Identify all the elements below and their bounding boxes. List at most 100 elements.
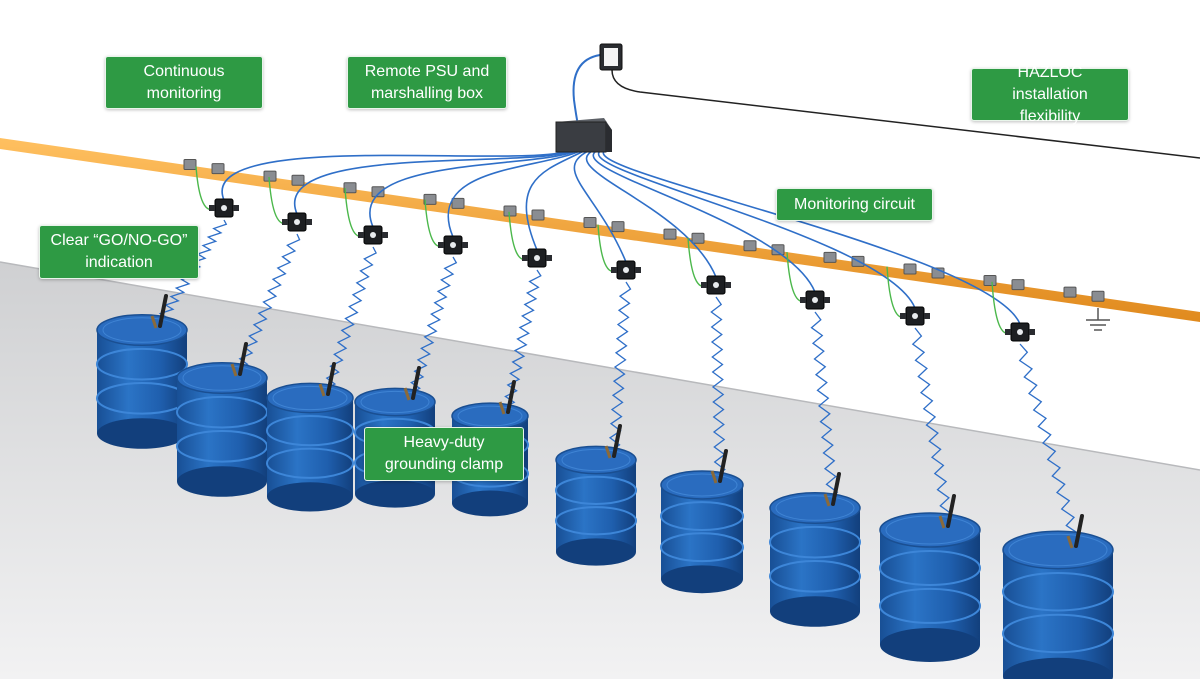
bar-clip [691,232,705,244]
bar-clip [343,182,357,194]
clamp-jaw [710,470,718,484]
drum [660,449,744,594]
monitor-unit-port [438,242,444,248]
monitor-unit-port [900,313,906,319]
drum-rib [879,549,981,586]
monitor-cable [585,149,717,278]
callout-continuous-monitoring: Continuous monitoring [105,56,263,109]
bar-clip [771,244,785,256]
marshalling-box-icon [555,118,612,153]
drum-rib [879,587,981,624]
drum-lid-rim [102,317,182,343]
status-indicator [1017,329,1023,335]
drum-lid [96,313,188,347]
monitor-unit [800,290,830,310]
clamp-jaw [604,445,612,459]
callout-go-no-go: Clear “GO/NO-GO” indication [39,225,199,279]
drum-rib [96,347,188,381]
drum-rib [660,532,744,563]
drum-rib [769,525,861,559]
psu-icon [572,43,623,126]
coiled-cable [322,246,377,391]
grounding-clamp [158,294,168,328]
monitor-unit-port [1005,329,1011,335]
monitor-unit [611,260,641,280]
bar-clip [823,251,837,263]
monitor-cable [592,149,816,293]
monitor-unit-port [924,313,930,319]
drum-lid [555,445,637,475]
monitor-cable [221,149,571,201]
drum-lid-rim [360,390,430,414]
monitor-unit-port [306,219,312,225]
grounding-clamp [946,494,956,528]
bar-clips [183,159,1105,302]
drum-lid-rim [182,365,262,391]
drum-base [355,480,435,508]
status-indicator [294,219,300,225]
monitor-unit [701,275,731,295]
bar-clip [503,205,517,217]
coiled-cable [1018,343,1080,543]
grounding-clamp [506,380,516,414]
drum-body [770,508,860,612]
bar-clip [983,275,997,287]
bar-clip [211,163,225,175]
callout-hazloc: HAZLOC installation flexibility [971,64,1129,125]
status-indicator [812,297,818,303]
monitor-unit [282,212,312,232]
monitor-cable [573,149,627,263]
drum-lid [176,361,268,395]
drum-rib [1002,613,1114,654]
bar-clip [183,159,197,171]
power-lead [611,69,1200,159]
drum-base [267,482,353,512]
bar-clip [611,221,625,233]
drum-lid [879,512,981,548]
drums [96,294,1114,679]
grounding-clamp [612,424,622,458]
monitor-unit [900,306,930,326]
bar-clip [423,193,437,205]
drum [769,472,861,627]
monitor-unit-port [546,255,552,261]
monitor-unit-port [209,205,215,211]
clamp-jaw [150,315,158,329]
monitor-unit-port [824,297,830,303]
drum-lid [660,470,744,500]
monitor-cable [293,149,575,215]
monitor-unit-port [462,242,468,248]
bar-clip [371,186,385,198]
monitor-unit-port [1029,329,1035,335]
drum [555,424,637,566]
drum-lid-rim [775,495,855,521]
clamp-jaw [823,493,831,507]
monitor-unit-port [282,219,288,225]
bar-clip [451,197,465,209]
drum-base [97,418,187,449]
monitor-unit-port [382,232,388,238]
drum-base [556,538,636,566]
monitor-unit-port [611,267,617,273]
bar-clip [663,228,677,240]
monitor-unit [358,225,388,245]
monitor-cable [525,149,587,251]
drum-rib [266,415,354,447]
bar-clip [743,240,757,252]
coiled-cable [911,327,953,523]
bar-clip [291,174,305,186]
drum-base [661,565,743,594]
drum-lid-rim [885,515,975,545]
drum-lid-rim [666,473,738,497]
drum-body [880,530,980,645]
clamp-jaw [938,515,946,529]
grounding-clamp [411,366,421,400]
status-indicator [713,282,719,288]
drum-base [770,596,860,627]
callout-remote-psu: Remote PSU and marshalling box [347,56,507,109]
drum-base [1003,657,1113,679]
grounding-clamp [718,449,728,483]
drum [96,294,188,449]
drum-rib [266,447,354,479]
status-indicator [221,205,227,211]
